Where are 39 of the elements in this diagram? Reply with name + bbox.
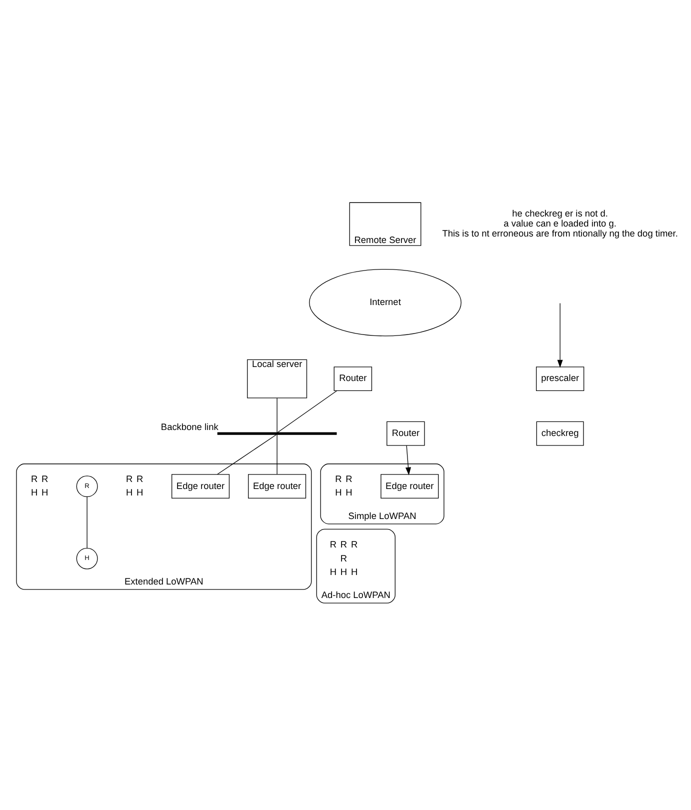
label: R [335, 473, 342, 484]
label: H [136, 487, 144, 498]
label: he checkreg er is not d. a value can e loaded into g. This is to nt erroneous are from ntionally ng the dog timer. [442, 208, 678, 238]
label: H [350, 566, 358, 577]
node-box: checkreg [536, 420, 584, 446]
node-box: Edge router [380, 474, 439, 498]
label: H [42, 487, 48, 498]
node-box: Router [386, 420, 425, 446]
node-box: prescaler [536, 366, 584, 390]
connector [216, 434, 277, 474]
label: R [136, 473, 144, 484]
label: R [30, 473, 38, 484]
connector [277, 390, 338, 432]
node-box [217, 432, 337, 434]
label: H [330, 566, 337, 577]
node-box: Edge router [248, 474, 306, 498]
node-box: Router [334, 366, 372, 390]
label: H [30, 487, 38, 498]
node-label: Backbone link [160, 422, 218, 432]
connector [86, 496, 88, 548]
label: H [126, 487, 133, 498]
label: R [330, 538, 337, 549]
label: H [335, 487, 342, 498]
label: R [126, 473, 133, 484]
arrow [405, 444, 412, 475]
node-box: Remote Server [349, 202, 422, 246]
label: R [350, 538, 358, 549]
node-box: Local server [247, 358, 308, 398]
connector [276, 434, 278, 474]
label: R [340, 552, 348, 563]
node-ellipse: Internet [309, 268, 462, 336]
arrow [557, 302, 563, 368]
connector [276, 397, 278, 432]
label: R [42, 473, 48, 484]
node-box: Edge router [172, 474, 230, 498]
label: H [340, 566, 348, 577]
label: H [346, 487, 352, 498]
label: R [340, 538, 348, 549]
label: R [346, 473, 352, 484]
